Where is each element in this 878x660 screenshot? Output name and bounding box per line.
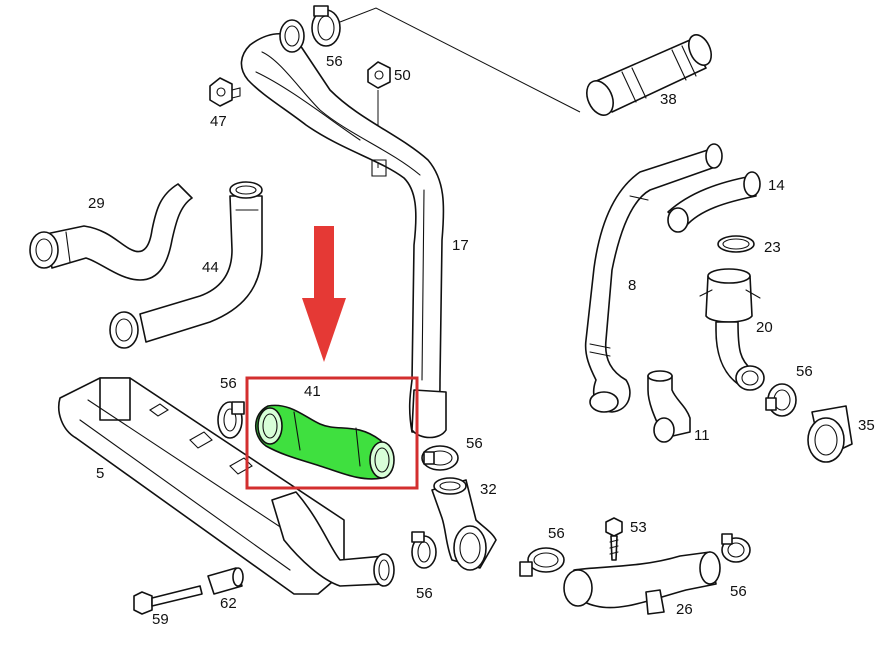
- clamp-56-center[interactable]: [421, 445, 459, 471]
- label-41: 41: [304, 383, 321, 400]
- part-23-ring[interactable]: [717, 235, 755, 253]
- label-47: 47: [210, 113, 227, 130]
- part-26-pipe[interactable]: [563, 551, 721, 615]
- highlight-box: [245, 376, 419, 490]
- part-44-hose[interactable]: [109, 181, 263, 349]
- part-35-elbow[interactable]: [807, 405, 853, 463]
- clamp-56-left[interactable]: [217, 401, 245, 439]
- label-53: 53: [630, 519, 647, 536]
- label-38: 38: [660, 91, 677, 108]
- label-56: 56: [548, 525, 565, 542]
- part-62-spacer[interactable]: [207, 567, 244, 595]
- label-17: 17: [452, 237, 469, 254]
- part-41-hose-highlighted[interactable]: [254, 404, 395, 480]
- label-5: 5: [96, 465, 104, 482]
- clamp-56-right[interactable]: [765, 383, 797, 417]
- label-20: 20: [756, 319, 773, 336]
- part-17-pipe[interactable]: [240, 19, 447, 439]
- label-11: 11: [694, 427, 710, 444]
- label-59: 59: [152, 611, 169, 628]
- label-29: 29: [88, 195, 105, 212]
- part-50-nut[interactable]: [367, 61, 391, 89]
- label-56: 56: [796, 363, 813, 380]
- label-56: 56: [730, 583, 747, 600]
- part-53-bolt[interactable]: [605, 517, 623, 561]
- label-62: 62: [220, 595, 237, 612]
- label-26: 26: [676, 601, 693, 618]
- part-47-nut[interactable]: [209, 77, 241, 107]
- label-23: 23: [764, 239, 781, 256]
- label-56: 56: [466, 435, 483, 452]
- label-44: 44: [202, 259, 219, 276]
- label-50: 50: [394, 67, 411, 84]
- clamp-56-bottom-center[interactable]: [411, 531, 437, 569]
- label-35: 35: [858, 417, 875, 434]
- label-8: 8: [628, 277, 636, 294]
- part-32-elbow[interactable]: [431, 477, 497, 571]
- clamp-56-far-right[interactable]: [721, 533, 751, 563]
- label-14: 14: [768, 177, 785, 194]
- part-38-pipe[interactable]: [582, 31, 716, 119]
- part-29-hose[interactable]: [29, 183, 193, 281]
- label-32: 32: [480, 481, 497, 498]
- down-arrow-icon: [302, 226, 346, 362]
- label-56: 56: [220, 375, 237, 392]
- part-59-bolt[interactable]: [133, 585, 203, 615]
- label-56: 56: [416, 585, 433, 602]
- part-5-intercooler[interactable]: [58, 377, 395, 595]
- part-8-pipe[interactable]: [584, 143, 723, 413]
- part-20-assembly[interactable]: [699, 268, 765, 391]
- clamp-56-top[interactable]: [311, 5, 341, 47]
- label-56: 56: [326, 53, 343, 70]
- part-labels: 56 50 47 38 29 44 17 14 23 8 20 56 35 11…: [88, 53, 875, 628]
- part-11-elbow[interactable]: [647, 370, 691, 443]
- part-14-hose[interactable]: [667, 171, 761, 233]
- clamp-56-lower-right[interactable]: [519, 547, 565, 577]
